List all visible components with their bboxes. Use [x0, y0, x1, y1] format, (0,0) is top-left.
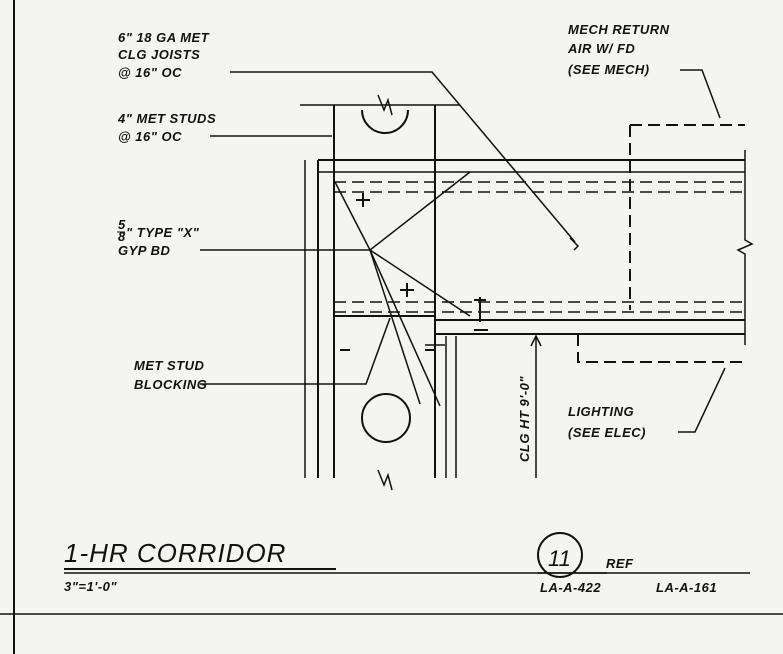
gyp-fraction-numerator: 5: [118, 217, 126, 232]
lighting-label-line-1: LIGHTING: [568, 404, 634, 419]
detail-reference-bubble: [537, 532, 583, 578]
leader-lines: [200, 69, 726, 433]
detail-number: 11: [548, 546, 571, 571]
mech-return-outline: [629, 124, 745, 310]
mech-label-line-3: (SEE MECH): [568, 62, 650, 77]
lighting-label-line-2: (SEE ELEC): [568, 425, 646, 440]
detail-title: 1-HR CORRIDOR: [64, 538, 286, 568]
blocking-label-line-1: MET STUD: [134, 358, 205, 373]
mech-label-line-2: AIR W/ FD: [567, 41, 635, 56]
joists-label-line-3: @ 16" OC: [118, 65, 182, 80]
title-block: 1-HR CORRIDOR 3"=1'-0" 11 REF LA-A-422 L…: [64, 532, 750, 595]
lighting-outline: [577, 334, 745, 363]
blocking-label-line-2: BLOCKING: [134, 377, 207, 392]
wall-assembly: [300, 94, 460, 491]
studs-label-line-2: @ 16" OC: [118, 129, 182, 144]
ceiling-height-dimension: [530, 334, 542, 478]
detail-scale: 3"=1'-0": [64, 579, 117, 594]
joists-label-line-2: CLG JOISTS: [118, 47, 200, 62]
gyp-label-line-1: " TYPE "X": [126, 225, 200, 240]
gyp-fraction-denominator: 8: [118, 229, 126, 244]
sheet-reference-2: LA-A-161: [656, 580, 717, 595]
sheet-reference-1: LA-A-422: [540, 580, 601, 595]
ref-label: REF: [606, 556, 634, 571]
ceiling-joist-assembly: [318, 150, 754, 345]
gyp-label-line-2: GYP BD: [118, 243, 170, 258]
ceiling-height-label: CLG HT 9'-0": [517, 376, 532, 462]
mech-label-line-1: MECH RETURN: [568, 22, 670, 37]
studs-label-line-1: 4" MET STUDS: [117, 111, 216, 126]
joists-label-line-1: 6" 18 GA MET: [118, 30, 210, 45]
